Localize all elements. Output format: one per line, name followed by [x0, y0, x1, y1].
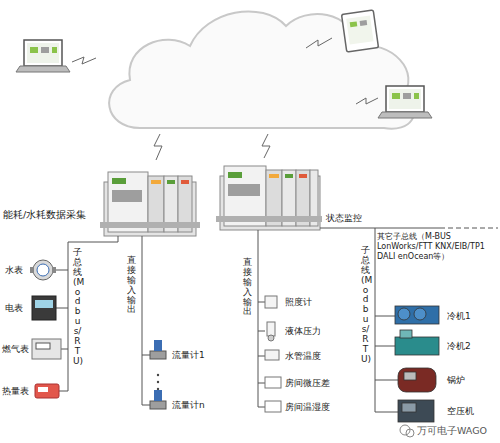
device-label: 水管温度 [285, 351, 321, 362]
bus-label: 子总线(Modbus/RTU) [73, 248, 82, 367]
note-label: 能耗/水耗数据采集 [3, 209, 86, 220]
device-label: 房间温湿度 [285, 402, 330, 413]
device-item: 锅炉 [447, 375, 465, 386]
device-item: 照度计 [285, 297, 312, 308]
device-item: 电表 [5, 303, 23, 314]
device-item: 液体压力 [285, 326, 321, 337]
device-item: 流量计1 [172, 350, 205, 361]
device-label: 空压机 [447, 406, 474, 417]
note-label: 其它子总线（M-BUS LonWorks/FTT KNX/EIB/TP1 DAL… [377, 232, 497, 262]
device-label: 流量计n [172, 400, 205, 411]
device-item: 水表 [5, 265, 23, 276]
device-label: 照度计 [285, 297, 312, 308]
bus-label: 子总线(Modbus/RTU) [361, 246, 370, 365]
device-item: 热量表 [2, 386, 29, 397]
device-label: 电表 [5, 303, 23, 314]
device-item: 冷机1 [447, 311, 471, 322]
note-label: 万可电子WAGO [417, 425, 487, 436]
device-item: 空压机 [447, 406, 474, 417]
device-item: 房间温湿度 [285, 402, 330, 413]
device-label: 冷机2 [447, 341, 471, 352]
device-label: 热量表 [2, 386, 29, 397]
device-item: 房间微压差 [285, 378, 330, 389]
device-label: 锅炉 [447, 375, 465, 386]
device-label: 液体压力 [285, 326, 321, 337]
device-item: 冷机2 [447, 341, 471, 352]
device-label: 冷机1 [447, 311, 471, 322]
device-label: 房间微压差 [285, 378, 330, 389]
device-item: 燃气表 [2, 344, 29, 355]
device-label: 水表 [5, 265, 23, 276]
device-item: 水管温度 [285, 351, 321, 362]
device-label: 流量计1 [172, 350, 205, 361]
device-item: 流量计n [172, 400, 205, 411]
bus-label: 直接输入输出 [127, 256, 136, 315]
device-label: 燃气表 [2, 344, 29, 355]
note-label: 状态监控 [326, 213, 362, 224]
bus-label: 直接输入输出 [243, 258, 252, 317]
